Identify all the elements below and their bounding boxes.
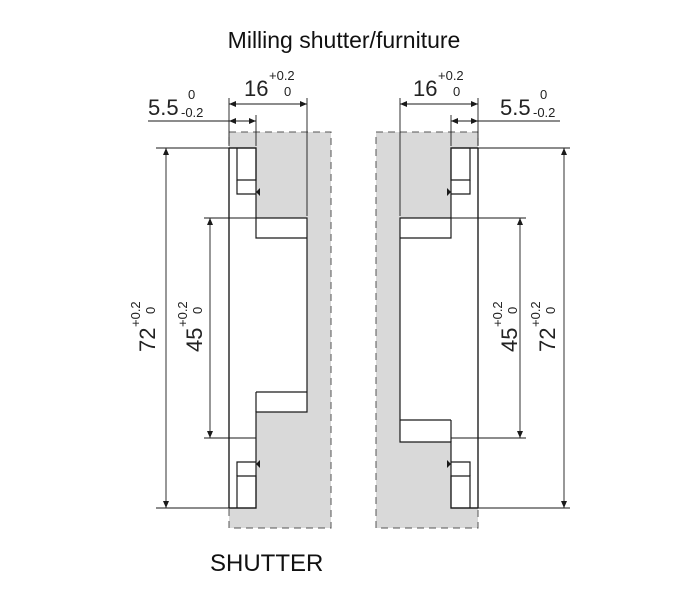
dim-base: 16 bbox=[244, 76, 268, 101]
left-height-45-label: 45 +0.2 0 bbox=[175, 301, 207, 352]
dim-upper-tol: 0 bbox=[188, 87, 195, 102]
left-shutter-profile bbox=[228, 131, 332, 529]
right-furniture-profile bbox=[375, 131, 479, 529]
dim-lower-tol: 0 bbox=[143, 307, 158, 314]
dim-base: 5.5 bbox=[500, 95, 531, 120]
left-height-72-label: 72 +0.2 0 bbox=[128, 301, 160, 352]
dim-base: 5.5 bbox=[148, 95, 179, 120]
dim-upper-tol: +0.2 bbox=[128, 301, 143, 327]
dim-lower-tol: 0 bbox=[284, 84, 291, 99]
diagram-title: Milling shutter/furniture bbox=[227, 27, 461, 53]
dim-upper-tol: 0 bbox=[540, 87, 547, 102]
right-height-72-label: 72 +0.2 0 bbox=[528, 301, 560, 352]
dim-upper-tol: +0.2 bbox=[438, 68, 464, 83]
dim-upper-tol: +0.2 bbox=[528, 301, 543, 327]
dim-lower-tol: -0.2 bbox=[533, 105, 555, 120]
right-height-45-label: 45 +0.2 0 bbox=[490, 301, 522, 352]
left-offset-5-5-label: 5.5 0 -0.2 bbox=[148, 87, 203, 120]
right-width-16-label: 16 +0.2 0 bbox=[413, 68, 464, 101]
dim-lower-tol: 0 bbox=[190, 307, 205, 314]
right-offset-5-5-label: 5.5 0 -0.2 bbox=[500, 87, 555, 120]
dim-lower-tol: 0 bbox=[543, 307, 558, 314]
dim-base: 45 bbox=[497, 328, 522, 352]
dim-base: 16 bbox=[413, 76, 437, 101]
dim-base: 72 bbox=[535, 328, 560, 352]
dim-base: 72 bbox=[135, 328, 160, 352]
dim-lower-tol: 0 bbox=[505, 307, 520, 314]
dim-upper-tol: +0.2 bbox=[490, 301, 505, 327]
left-dimension-lines bbox=[148, 98, 308, 509]
dim-lower-tol: -0.2 bbox=[181, 105, 203, 120]
dim-base: 45 bbox=[182, 328, 207, 352]
dim-upper-tol: +0.2 bbox=[269, 68, 295, 83]
dim-upper-tol: +0.2 bbox=[175, 301, 190, 327]
right-dimension-lines bbox=[399, 98, 570, 509]
shutter-label: SHUTTER bbox=[210, 550, 324, 577]
dim-lower-tol: 0 bbox=[453, 84, 460, 99]
left-width-16-label: 16 +0.2 0 bbox=[244, 68, 295, 101]
